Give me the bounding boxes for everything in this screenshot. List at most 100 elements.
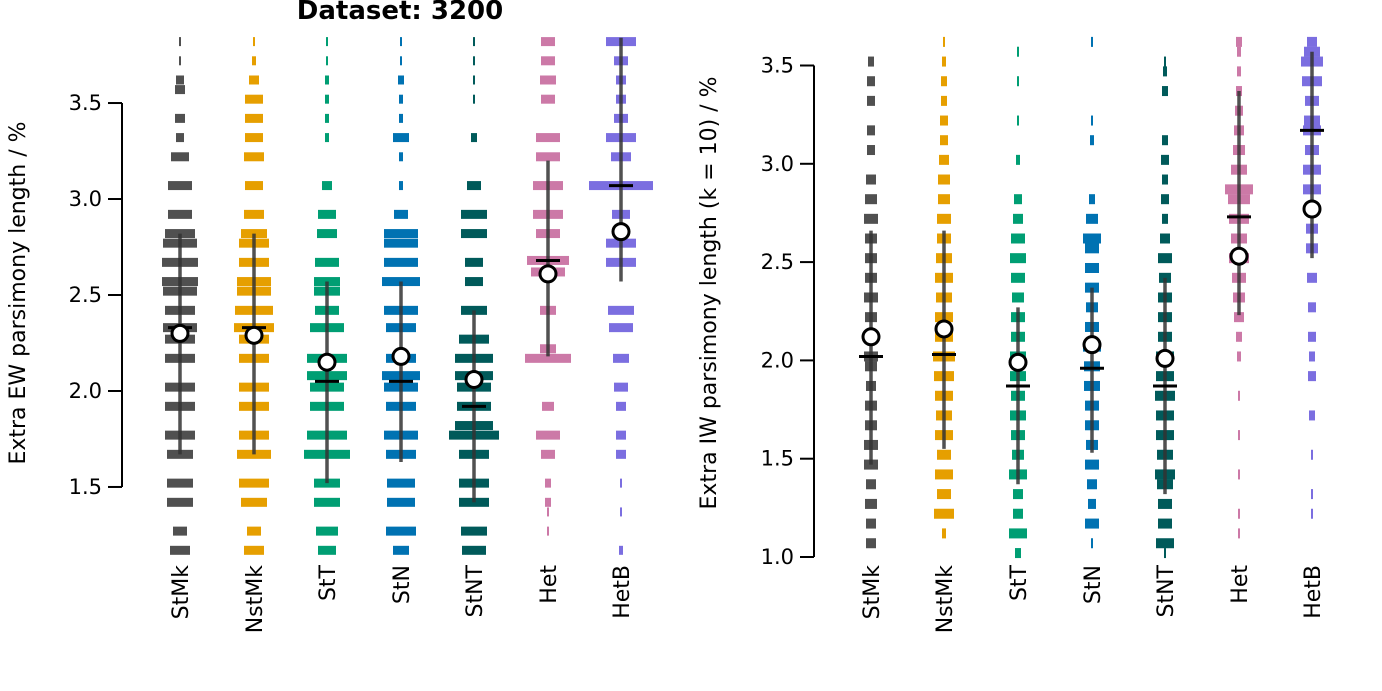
violin-bin	[473, 94, 475, 104]
violin-bin	[1164, 548, 1166, 559]
violin-nstmk	[234, 37, 274, 555]
violin-stt	[304, 37, 350, 555]
violin-het	[525, 37, 571, 536]
violin-bin	[865, 498, 877, 509]
violin-bin	[866, 479, 876, 490]
category-label: StMk	[860, 565, 885, 620]
violin-bin	[1311, 489, 1313, 500]
violin-stmk	[162, 37, 198, 555]
violin-bin	[1162, 135, 1168, 146]
violin-bin	[1307, 272, 1317, 283]
violin-bin	[326, 56, 328, 66]
violin-bin	[1161, 194, 1169, 205]
y-tick-label: 1.5	[761, 447, 794, 471]
violin-bin	[387, 497, 415, 507]
mean-point	[861, 327, 881, 347]
violin-bin	[318, 545, 336, 555]
violin-bin	[1090, 135, 1094, 146]
violin-bin	[867, 125, 875, 136]
mean-point	[1082, 335, 1102, 355]
violin-bin	[167, 478, 193, 488]
violin-bin	[461, 229, 487, 239]
mean-point	[538, 264, 558, 284]
category-label: StN	[1081, 565, 1106, 604]
violin-bin	[244, 545, 264, 555]
violin-bin	[545, 478, 551, 488]
violin-bin	[325, 133, 329, 143]
violin-bin	[868, 56, 874, 67]
violin-bin	[1017, 115, 1019, 126]
violin-bin	[384, 238, 418, 248]
violin-bin	[325, 75, 329, 85]
y-tick-label: 1.0	[761, 545, 794, 569]
violin-bin	[1085, 459, 1099, 470]
violin-bin	[1088, 498, 1096, 509]
category-label: NstMk	[243, 565, 268, 634]
violin-bin	[245, 94, 263, 104]
violin-bin	[384, 257, 418, 267]
y-tick-label: 2.5	[69, 283, 102, 307]
violin-bin	[608, 305, 634, 315]
violin-bin	[1238, 508, 1240, 519]
violin-bin	[1162, 213, 1168, 224]
violin-bin	[1091, 36, 1093, 47]
mean-point	[1008, 352, 1028, 372]
violin-bin	[1158, 498, 1172, 509]
violin-bin	[1012, 292, 1024, 303]
category-label: StNT	[463, 564, 488, 617]
violin-bin	[245, 133, 263, 143]
y-tick-label: 1.5	[69, 475, 102, 499]
category-label: Het	[1228, 565, 1253, 604]
category-label: NstMk	[933, 565, 958, 634]
violin-bin	[613, 353, 629, 363]
mean-point	[611, 222, 631, 242]
chart-title: Dataset: 3200	[297, 0, 503, 26]
violin-bin	[1237, 351, 1241, 362]
violin-bin	[864, 213, 878, 224]
violin-bin	[1308, 331, 1316, 342]
y-tick-label: 3.0	[761, 152, 794, 176]
category-label: StT	[1007, 564, 1032, 601]
violin-bin	[467, 181, 481, 191]
violin-bin	[399, 181, 403, 191]
violin-bin	[941, 95, 947, 106]
violin-bin	[1163, 66, 1167, 77]
y-tick-label: 2.5	[761, 250, 794, 274]
violin-bin	[1158, 518, 1172, 529]
violin-bin	[176, 133, 184, 143]
violin-bin	[541, 56, 555, 66]
violin-bin	[384, 229, 418, 239]
violin-bin	[245, 113, 263, 123]
violin-bin	[1087, 479, 1097, 490]
violin-bin	[540, 75, 556, 85]
category-label: StMk	[169, 565, 194, 620]
violin-bin	[168, 209, 192, 219]
mean-point	[1302, 199, 1322, 219]
violin-bin	[934, 508, 954, 519]
violin-bin	[937, 449, 951, 460]
plot-ew: Dataset: 3200 Extra EW parsimony length …	[6, 0, 653, 633]
violin-bin	[1237, 46, 1241, 57]
violin-bin	[325, 94, 329, 104]
violin-bin	[547, 526, 549, 536]
violin-bin	[247, 526, 261, 536]
violin-bin	[1158, 253, 1172, 264]
violin-bin	[168, 181, 192, 191]
violin-bin	[1238, 469, 1240, 480]
violin-bin	[620, 478, 622, 488]
violin-stmk	[859, 56, 883, 549]
violin-bin	[937, 489, 951, 500]
violin-bin	[387, 478, 415, 488]
violin-bin	[547, 507, 549, 517]
violin-bin	[249, 75, 259, 85]
violin-bin	[619, 545, 623, 555]
violin-bin	[1161, 154, 1169, 165]
y-tick-label: 3.5	[69, 91, 102, 115]
category-label: HetB	[1301, 565, 1326, 619]
y-tick-label: 3.5	[761, 53, 794, 77]
violin-bin	[1091, 538, 1093, 549]
y-tick-label: 2.0	[761, 348, 794, 372]
violin-bin	[1014, 194, 1022, 205]
